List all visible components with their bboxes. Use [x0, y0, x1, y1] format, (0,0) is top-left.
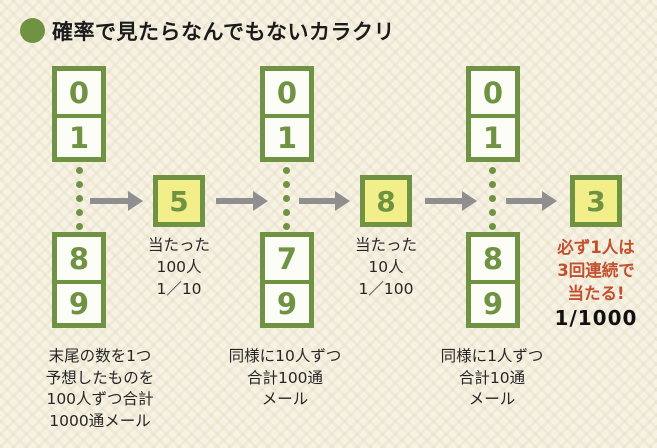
dotted-connector-2	[283, 167, 290, 230]
column-caption-3: 同様に1人ずつ 合計10通 メール	[412, 346, 572, 411]
caption-line: 予想したものを	[45, 368, 155, 387]
digit-stack-2-top: 0 1	[260, 66, 314, 162]
highlight-line: 必ず1人は	[557, 238, 635, 257]
dot-icon	[76, 209, 83, 216]
highlight-line: 当たる!	[567, 284, 625, 303]
arrow-head	[335, 191, 350, 211]
highlight-line: 3回連続で	[557, 261, 635, 280]
dot-icon	[283, 195, 290, 202]
caption-line: 100人ずつ合計	[46, 390, 154, 408]
page-title: 確率で見たらなんでもないカラクリ	[52, 20, 395, 44]
dot-icon	[76, 195, 83, 202]
digit-cell: 0	[482, 75, 504, 110]
arrow-head	[128, 191, 143, 211]
dot-icon	[76, 181, 83, 188]
caption-line: 1／10	[156, 280, 202, 298]
result-digit: 8	[376, 184, 396, 218]
digit-stack-3-top: 0 1	[466, 66, 520, 162]
digit-stack-2-bottom: 7 9	[260, 232, 314, 328]
dot-icon	[76, 167, 83, 174]
column-caption-1: 末尾の数を1つ 予想したものを 100人ずつ合計 1000通メール	[20, 346, 180, 432]
caption-line: 1000通メール	[49, 411, 151, 430]
result-highlight-note: 必ず1人は 3回連続で 当たる! 1/1000	[536, 236, 656, 330]
bullet-circle-icon	[20, 18, 45, 43]
arrow-bar	[216, 198, 253, 204]
result-caption-1: 当たった 100人 1／10	[129, 234, 229, 300]
caption-line: 100人	[156, 258, 202, 276]
dot-icon	[283, 223, 290, 230]
caption-line: 当たった	[354, 236, 417, 254]
digit-cell: 1	[57, 114, 101, 157]
result-box-2: 8	[360, 175, 412, 227]
flow-arrow-icon	[216, 191, 268, 211]
caption-line: 合計100通	[246, 368, 324, 387]
dot-icon	[489, 209, 496, 216]
caption-line: 同様に10人ずつ	[228, 347, 342, 365]
caption-line: 10人	[368, 258, 404, 276]
arrow-head	[542, 191, 557, 211]
flow-arrow-icon	[299, 191, 350, 211]
dot-icon	[489, 167, 496, 174]
dot-icon	[76, 223, 83, 230]
result-digit: 5	[169, 184, 189, 218]
arrow-head	[253, 191, 268, 211]
digit-cell: 8	[68, 241, 90, 276]
column-caption-2: 同様に10人ずつ 合計100通 メール	[205, 346, 365, 411]
result-digit: 3	[586, 184, 606, 218]
probability-total: 1/1000	[554, 306, 638, 330]
digit-cell: 9	[265, 280, 309, 323]
flow-arrow-icon	[506, 191, 557, 211]
dotted-connector-3	[489, 167, 496, 230]
arrow-head	[462, 191, 477, 211]
caption-line: 1／100	[358, 280, 414, 298]
dot-icon	[283, 181, 290, 188]
dot-icon	[489, 181, 496, 188]
arrow-bar	[90, 198, 128, 204]
flow-arrow-icon	[90, 191, 143, 211]
arrow-bar	[506, 198, 542, 204]
caption-line: 合計10通	[458, 368, 526, 387]
dotted-connector-1	[76, 167, 83, 230]
digit-cell: 1	[471, 114, 515, 157]
digit-cell: 9	[471, 280, 515, 323]
caption-line: 同様に1人ずつ	[440, 347, 544, 365]
digit-cell: 1	[265, 114, 309, 157]
dot-icon	[283, 167, 290, 174]
dot-icon	[489, 223, 496, 230]
arrow-bar	[425, 198, 462, 204]
digit-stack-1-top: 0 1	[52, 66, 106, 162]
caption-line: 末尾の数を1つ	[48, 347, 152, 365]
result-box-3: 3	[570, 175, 622, 227]
dot-icon	[283, 209, 290, 216]
digit-cell: 7	[276, 241, 298, 276]
digit-stack-1-bottom: 8 9	[52, 232, 106, 328]
digit-stack-3-bottom: 8 9	[466, 232, 520, 328]
dot-icon	[489, 195, 496, 202]
caption-line: 当たった	[147, 236, 210, 254]
result-caption-2: 当たった 10人 1／100	[336, 234, 436, 300]
flow-arrow-icon	[425, 191, 477, 211]
digit-cell: 0	[68, 75, 90, 110]
digit-cell: 8	[482, 241, 504, 276]
result-box-1: 5	[153, 175, 205, 227]
digit-cell: 0	[276, 75, 298, 110]
caption-line: メール	[261, 390, 309, 408]
arrow-bar	[299, 198, 335, 204]
caption-line: メール	[468, 390, 516, 408]
digit-cell: 9	[57, 280, 101, 323]
